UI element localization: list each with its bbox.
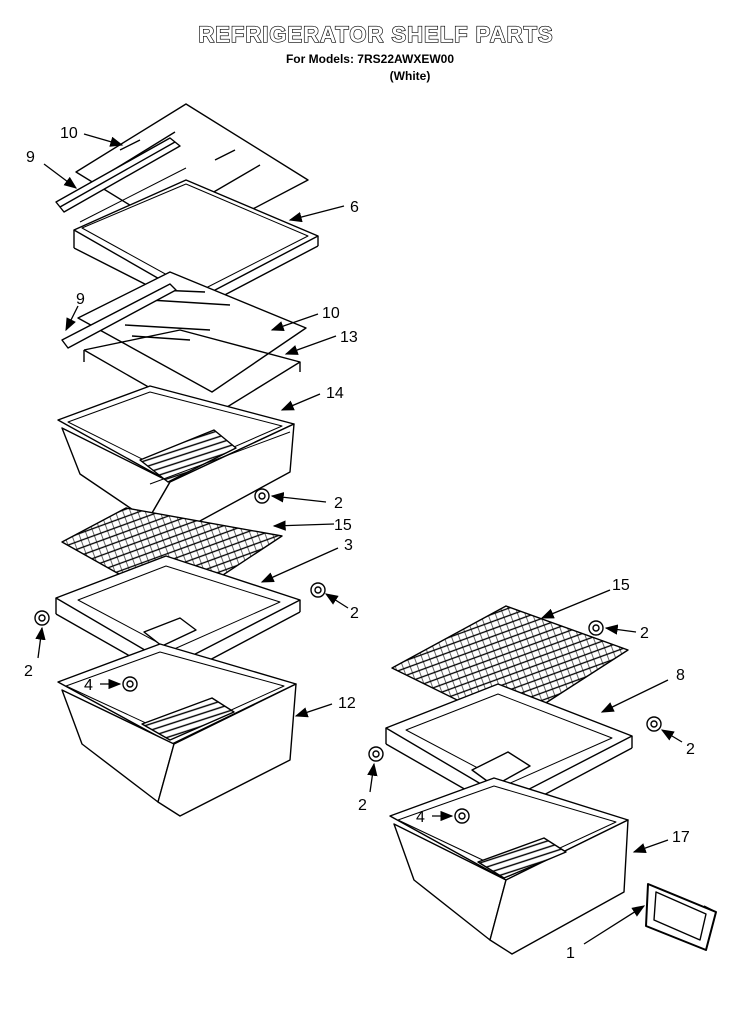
callout-8: 8: [676, 667, 685, 684]
slide-clip-icon: [34, 610, 50, 626]
callout-2-a: 2: [334, 495, 343, 512]
model-subtitle: For Models: 7RS22AWXEW00: [285, 52, 455, 66]
callout-2-e: 2: [686, 741, 695, 758]
shelf-trim-9-top: [55, 137, 181, 213]
callout-2-f: 2: [358, 797, 367, 814]
callout-14: 14: [326, 385, 344, 402]
leader-lines: [35, 133, 683, 945]
callout-1: 1: [566, 945, 575, 962]
callout-2-c: 2: [24, 663, 33, 680]
callout-15-right: 15: [612, 577, 630, 594]
callout-10-top: 10: [60, 125, 78, 142]
crisper-drawer-17: [389, 777, 629, 955]
callout-15-left: 15: [334, 517, 352, 534]
drawer-support-icon: [454, 808, 470, 824]
callout-9-top: 9: [26, 149, 35, 166]
callout-2-d: 2: [640, 625, 649, 642]
callout-6: 6: [350, 199, 359, 216]
callout-4-right: 4: [416, 809, 425, 826]
callout-9-second: 9: [76, 291, 85, 308]
slide-clip-icon: [588, 620, 604, 636]
callout-labels: 10 9 6 9 10 13 14 2 15 3 2 2 4 12 15 2 8…: [24, 125, 695, 962]
callout-4-left: 4: [84, 677, 93, 694]
drawer-support-icon: [122, 676, 138, 692]
callout-10-second: 10: [322, 305, 340, 322]
crisper-drawer-14: [57, 385, 295, 535]
callout-12: 12: [338, 695, 356, 712]
crisper-drawer-12: [57, 643, 297, 817]
shelf-trim-9-second: [61, 283, 177, 349]
page-title: REFRIGERATOR SHELF PARTS: [198, 21, 554, 47]
slide-clip-icon: [368, 746, 384, 762]
slide-clip-icon: [254, 488, 270, 504]
callout-3: 3: [344, 537, 353, 554]
callout-13: 13: [340, 329, 358, 346]
color-subtitle: (White): [389, 69, 431, 83]
slide-clip-icon: [646, 716, 662, 732]
label-holder-1: [645, 883, 717, 951]
callout-17: 17: [672, 829, 690, 846]
second-glass-shelf: [77, 271, 307, 393]
slide-clip-icon: [310, 582, 326, 598]
callout-2-b: 2: [350, 605, 359, 622]
